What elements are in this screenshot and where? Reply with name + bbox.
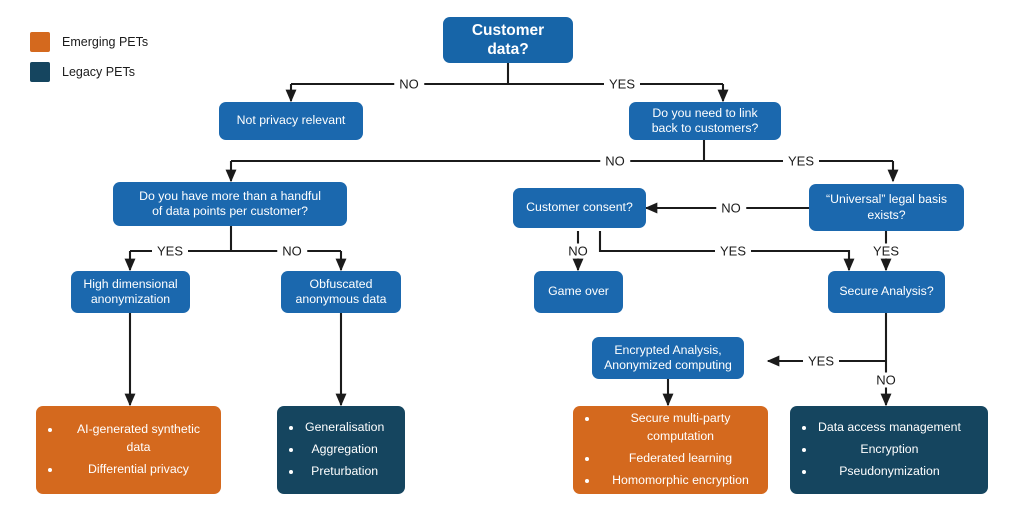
node-high-dimensional-line1: High dimensional: [83, 276, 178, 291]
node-link-back-line2: back to customers?: [651, 121, 759, 135]
list-item: Data access management: [816, 419, 961, 437]
list-item: Encryption: [816, 441, 961, 459]
node-link-back-to-customers[interactable]: Do you need to link back to customers?: [629, 102, 781, 140]
list-item: Homomorphic encryption: [599, 472, 760, 490]
list-item: AI-generated synthetic data: [62, 421, 213, 457]
node-customer-consent-label: Customer consent?: [526, 200, 633, 215]
edge-label-root-no: NO: [394, 76, 424, 92]
node-not-privacy-relevant[interactable]: Not privacy relevant: [219, 102, 363, 140]
list-item: Aggregation: [303, 441, 384, 459]
node-high-dimensional-anonymization[interactable]: High dimensional anonymization: [71, 271, 190, 313]
node-customer-data[interactable]: Customer data?: [443, 17, 573, 63]
edge-label-consent-yes: YES: [714, 243, 752, 259]
node-customer-data-label: Customer data?: [471, 21, 545, 58]
node-handful-of-data-points[interactable]: Do you have more than a handful of data …: [113, 182, 347, 226]
legacy-pets-swatch: [30, 62, 50, 82]
node-high-dimensional-line2: anonymization: [90, 292, 171, 306]
list-item: Differential privacy: [62, 461, 213, 479]
edge-label-link-no: NO: [600, 153, 630, 169]
edge-label-handful-yes: YES: [151, 243, 189, 259]
node-encrypted-analysis-line1: Encrypted Analysis,: [614, 342, 722, 357]
legend-item-emerging-pets: Emerging PETs: [30, 32, 148, 52]
node-secure-analysis-label: Secure Analysis?: [839, 284, 934, 299]
edge-label-universal-no: NO: [716, 200, 746, 216]
node-encrypted-analysis[interactable]: Encrypted Analysis, Anonymized computing: [592, 337, 744, 379]
outcome-list-generalisation: Generalisation Aggregation Preturbation: [287, 419, 384, 480]
list-item: Pseudonymization: [816, 463, 961, 481]
node-universal-line2: exists?: [867, 207, 906, 222]
node-customer-consent[interactable]: Customer consent?: [513, 188, 646, 228]
outcome-box-generalisation[interactable]: Generalisation Aggregation Preturbation: [277, 406, 405, 494]
edge-label-handful-no: NO: [277, 243, 307, 259]
outcome-list-synthetic: AI-generated synthetic data Differential…: [46, 421, 213, 478]
edge-label-link-yes: YES: [782, 153, 820, 169]
node-link-back-line1: Do you need to link: [652, 105, 758, 120]
legend-label-emerging-pets: Emerging PETs: [62, 35, 149, 49]
edge-label-universal-yes: YES: [867, 243, 905, 259]
node-not-privacy-relevant-label: Not privacy relevant: [236, 113, 346, 128]
outcome-box-data-access[interactable]: Data access management Encryption Pseudo…: [790, 406, 988, 494]
edge-label-root-yes: YES: [603, 76, 641, 92]
node-obfuscated-line1: Obfuscated: [309, 276, 373, 291]
node-encrypted-analysis-line2: Anonymized computing: [604, 358, 732, 372]
node-universal-line1: “Universal” legal basis: [826, 192, 947, 207]
node-handful-line2: of data points per customer?: [152, 204, 308, 218]
list-item: Generalisation: [303, 419, 384, 437]
node-handful-line1: Do you have more than a handful: [139, 188, 321, 203]
node-game-over[interactable]: Game over: [534, 271, 623, 313]
node-secure-analysis[interactable]: Secure Analysis?: [828, 271, 945, 313]
legend-item-legacy-pets: Legacy PETs: [30, 62, 135, 82]
outcome-list-data-access: Data access management Encryption Pseudo…: [800, 419, 961, 480]
edge-label-consent-no: NO: [563, 243, 593, 259]
list-item: Preturbation: [303, 463, 384, 481]
node-game-over-label: Game over: [548, 284, 609, 299]
list-item: Federated learning: [599, 450, 760, 468]
outcome-box-synthetic[interactable]: AI-generated synthetic data Differential…: [36, 406, 221, 494]
list-item: Secure multi-party computation: [599, 410, 760, 446]
edge-label-secure-no: NO: [871, 372, 901, 388]
node-obfuscated-anonymous-data[interactable]: Obfuscated anonymous data: [281, 271, 401, 313]
legend-label-legacy-pets: Legacy PETs: [62, 65, 135, 79]
node-universal-legal-basis[interactable]: “Universal” legal basis exists?: [809, 184, 964, 231]
outcome-box-secure-mpc[interactable]: Secure multi-party computation Federated…: [573, 406, 768, 494]
emerging-pets-swatch: [30, 32, 50, 52]
node-obfuscated-line2: anonymous data: [295, 292, 387, 306]
outcome-list-secure-mpc: Secure multi-party computation Federated…: [583, 410, 760, 489]
edge-label-secure-yes: YES: [802, 353, 840, 369]
